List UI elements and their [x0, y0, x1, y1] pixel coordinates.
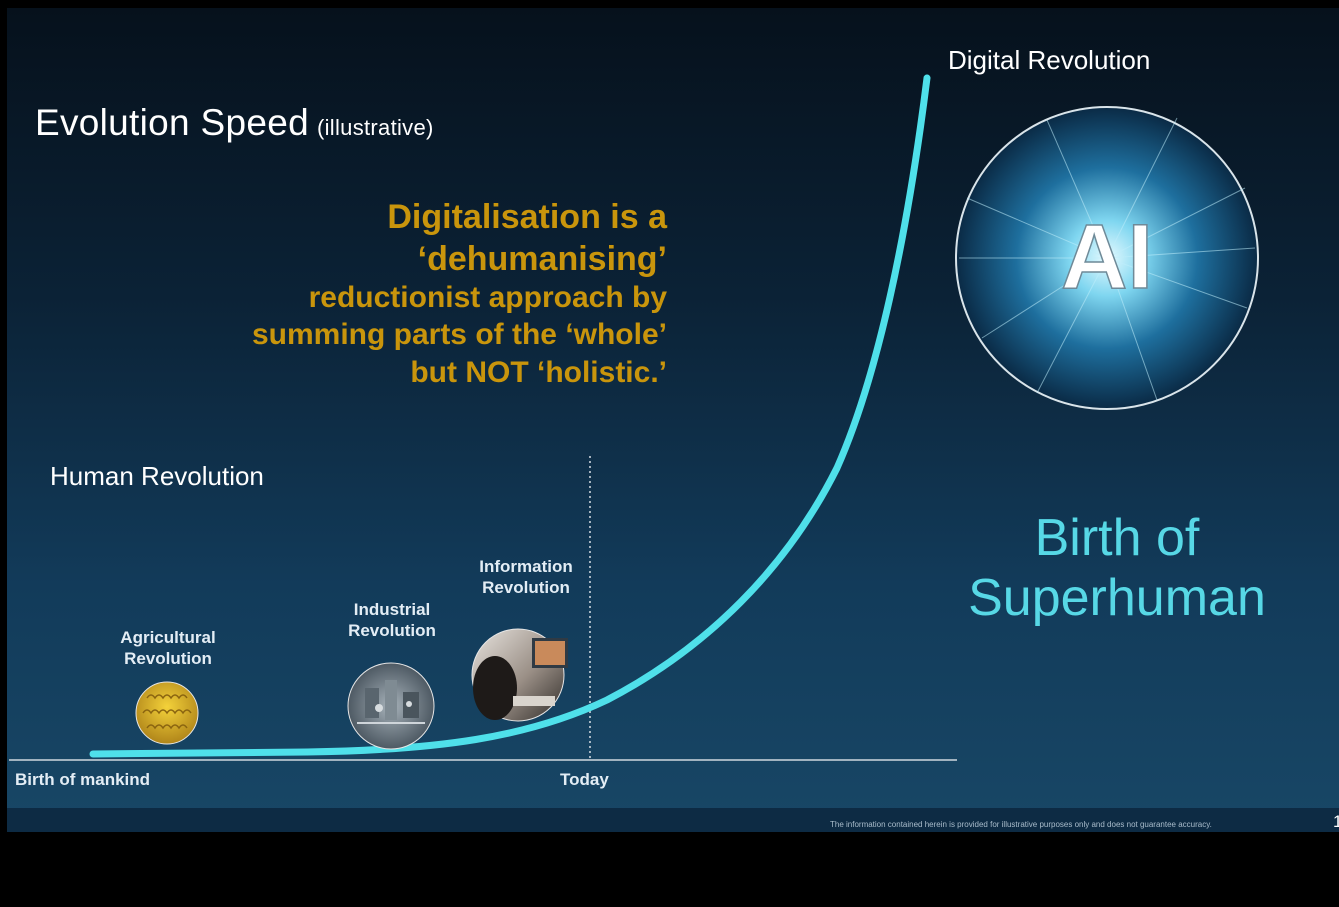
human-revolution-label: Human Revolution — [50, 461, 264, 491]
footer-band — [7, 808, 1339, 832]
information-image — [471, 628, 568, 722]
title-main: Evolution Speed — [35, 102, 309, 143]
headline-line-1: Digitalisation is a — [387, 198, 667, 236]
headline-line-5: but NOT ‘holistic.’ — [410, 356, 667, 389]
agricultural-image — [135, 681, 199, 745]
headline-line-3: reductionist approach by — [308, 281, 667, 314]
agricultural-label-line-2: Revolution — [124, 649, 212, 668]
diagram-graphics: AI — [9, 74, 1259, 761]
axis-start-label: Birth of mankind — [15, 770, 151, 789]
evolution-speed-curve — [89, 74, 931, 758]
information-revolution-label: Information Revolution — [462, 556, 590, 598]
headline: Digitalisation is a ‘dehumanising’ reduc… — [252, 196, 667, 392]
disclaimer-text: The information contained herein is prov… — [830, 820, 1212, 829]
digital-revolution-label: Digital Revolution — [948, 45, 1151, 75]
birth-of-superhuman-line-1: Birth of — [1034, 509, 1200, 567]
industrial-label-line-1: Industrial — [353, 600, 431, 619]
birth-of-superhuman: Birth of Superhuman — [917, 508, 1317, 628]
page-title: Evolution Speed (illustrative) — [35, 102, 434, 144]
agricultural-label-line-1: Agricultural — [120, 628, 216, 647]
birth-of-superhuman-line-2: Superhuman — [968, 569, 1266, 627]
ai-image: AI — [955, 106, 1259, 410]
slide: AI Evolution Speed (illustrative) Digital… — [7, 8, 1339, 832]
headline-line-2: ‘dehumanising’ — [417, 240, 667, 278]
industrial-revolution-label: Industrial Revolution — [332, 599, 452, 641]
headline-line-4: summing parts of the ‘whole’ — [251, 318, 667, 351]
ai-text: AI — [1061, 206, 1153, 308]
information-label-line-2: Revolution — [482, 578, 570, 597]
page-number: 1 — [1333, 812, 1339, 831]
information-label-line-1: Information — [479, 557, 573, 576]
axis-today-label: Today — [560, 770, 609, 789]
title-sub: (illustrative) — [316, 115, 434, 140]
industrial-image — [347, 662, 435, 750]
agricultural-revolution-label: Agricultural Revolution — [103, 627, 233, 669]
industrial-label-line-2: Revolution — [348, 621, 436, 640]
